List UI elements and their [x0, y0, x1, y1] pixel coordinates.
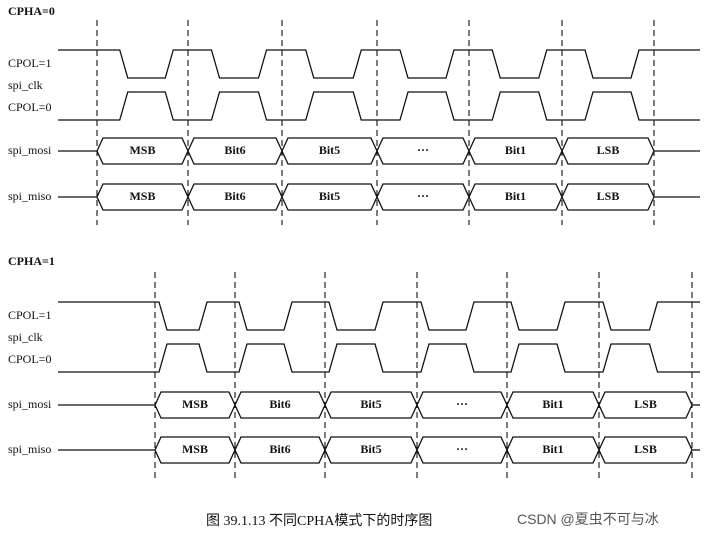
bus-cell-label: MSB	[182, 397, 208, 411]
spi-miso-label: spi_miso	[8, 189, 51, 203]
bus-cell-label: ···	[417, 143, 429, 157]
bus-cell-label: LSB	[634, 442, 657, 456]
bus-cell-label: Bit5	[360, 397, 381, 411]
bus-cell-label: Bit1	[505, 189, 526, 203]
bus-cell-label: Bit5	[319, 189, 340, 203]
bus-cell-label: Bit1	[542, 442, 563, 456]
spi-mosi-bus: MSB Bit6 Bit5 ··· Bit1 LSB	[58, 137, 700, 165]
bus-cell-label: MSB	[129, 143, 155, 157]
spi-mosi-bus: MSB Bit6 Bit5 ··· Bit1 LSB	[58, 391, 700, 419]
cpol0-label: CPOL=0	[8, 100, 51, 114]
spi-clk-cpol0-waveform	[58, 343, 700, 373]
bus-cell-label: ···	[417, 189, 429, 203]
csdn-watermark: CSDN @夏虫不可与冰	[517, 511, 659, 527]
bus-cell-label: Bit5	[319, 143, 340, 157]
cpol0-label: CPOL=0	[8, 352, 51, 366]
bus-cell-label: Bit1	[505, 143, 526, 157]
bus-cell-label: Bit6	[269, 397, 290, 411]
bus-cell-label: Bit6	[224, 189, 245, 203]
bus-cell-label: MSB	[129, 189, 155, 203]
bus-cell-label: ···	[456, 442, 468, 456]
spi-clk-cpol1-waveform	[58, 301, 700, 331]
bus-cell-label: LSB	[634, 397, 657, 411]
mode-label: CPHA=0	[8, 4, 55, 18]
bus-cell-label: MSB	[182, 442, 208, 456]
bus-cell-label: Bit6	[224, 143, 245, 157]
bus-cell-label: LSB	[597, 189, 620, 203]
spi-clk-cpol0-waveform	[58, 91, 700, 121]
spi-mosi-label: spi_mosi	[8, 397, 52, 411]
bus-cell-label: Bit5	[360, 442, 381, 456]
cpol1-label: CPOL=1	[8, 56, 51, 70]
spi-miso-label: spi_miso	[8, 442, 51, 456]
bus-cell-label: ···	[456, 397, 468, 411]
spi-clk-cpol1-waveform	[58, 49, 700, 79]
bus-cell-label: Bit1	[542, 397, 563, 411]
spi-clk-label: spi_clk	[8, 330, 43, 344]
spi-miso-bus: MSB Bit6 Bit5 ··· Bit1 LSB	[58, 183, 700, 211]
bus-cell-label: Bit6	[269, 442, 290, 456]
spi-clk-label: spi_clk	[8, 78, 43, 92]
bus-cell-label: LSB	[597, 143, 620, 157]
spi-mosi-label: spi_mosi	[8, 143, 52, 157]
mode-label: CPHA=1	[8, 254, 55, 268]
cpol1-label: CPOL=1	[8, 308, 51, 322]
figure-caption: 图 39.1.13 不同CPHA模式下的时序图	[206, 514, 433, 529]
spi-miso-bus: MSB Bit6 Bit5 ··· Bit1 LSB	[58, 436, 700, 464]
